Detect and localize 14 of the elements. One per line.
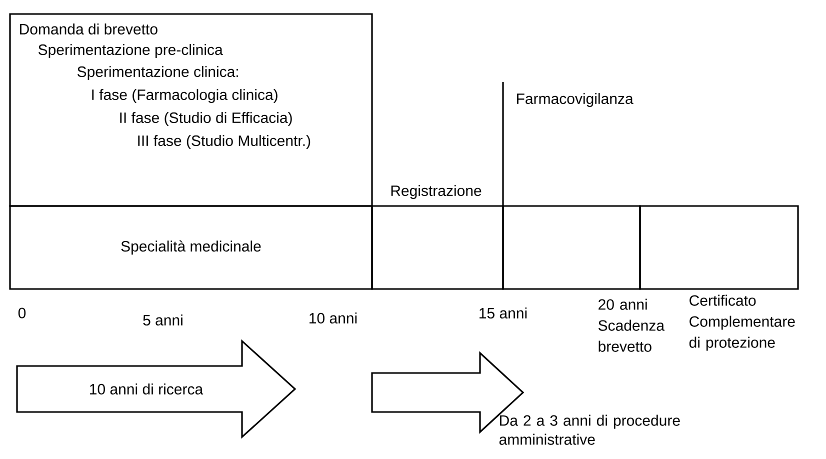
block-arrow <box>371 351 524 434</box>
timeline-cell <box>639 205 799 290</box>
tick-label: 15 anni <box>480 308 527 318</box>
annotation-text: Farmacovigilanza <box>517 93 634 107</box>
tick-label: 0 <box>18 308 26 318</box>
tick-label: 5 anni <box>143 314 182 326</box>
annotation-text: 20 anni Scadenza brevetto <box>598 298 665 352</box>
caption-text: Da 2 a 3 anni di procedure amministrative <box>499 414 680 445</box>
timeline-cell <box>371 205 504 290</box>
annotation-text: Registrazione <box>391 185 482 199</box>
timeline-cell <box>502 205 641 290</box>
phase-box: Domanda di brevetto Sperimentazione pre-clinica Sperimentazione clinica: I fase (Farmacologia clinica) II fase (Studio di Efficacia) III fase (Studio Multicentr.) <box>9 13 373 207</box>
timeline-cell: Specialità medicinale <box>9 205 373 290</box>
tick-label: 10 anni <box>310 312 357 324</box>
